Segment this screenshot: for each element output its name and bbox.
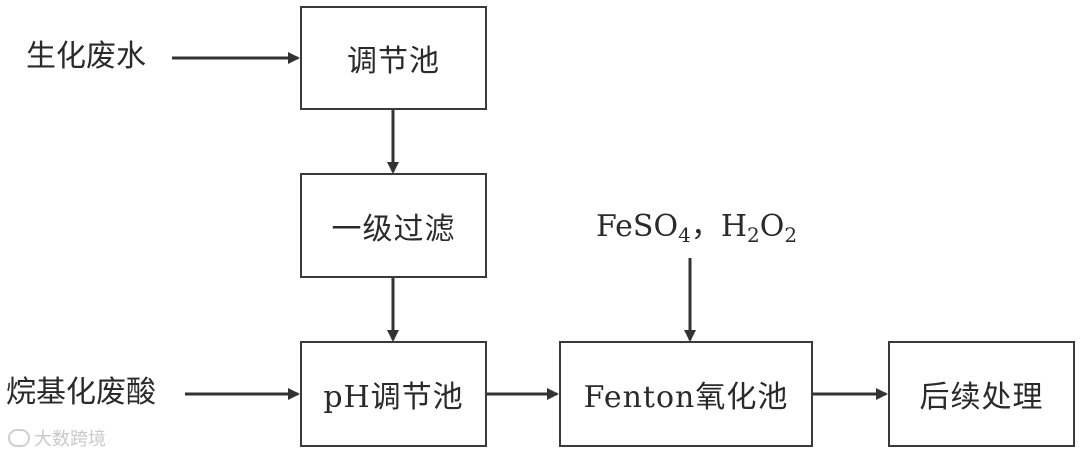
node-primary-filter: 一级过滤 (300, 173, 487, 278)
input-alkyl-waste-acid: 烷基化废酸 (6, 375, 156, 410)
node-fenton-tank-label: Fenton氧化池 (583, 380, 789, 415)
watermark-text: 大数跨境 (34, 429, 106, 450)
input-biochem-wastewater: 生化废水 (26, 39, 146, 74)
node-post-treatment: 后续处理 (888, 341, 1075, 447)
watermark: 大数跨境 (8, 425, 106, 451)
node-adjust-tank: 调节池 (300, 6, 487, 110)
input-reagents: FeSO4，H2O2 (596, 209, 798, 247)
node-post-treatment-label: 后续处理 (919, 380, 1044, 415)
node-primary-filter-label: 一级过滤 (331, 211, 456, 247)
node-fenton-tank: Fenton氧化池 (559, 341, 813, 447)
node-ph-adjust-tank: pH调节池 (300, 341, 487, 447)
watermark-logo-icon (8, 429, 30, 447)
node-ph-adjust-tank-label: pH调节池 (323, 380, 464, 415)
node-adjust-tank-label: 调节池 (347, 44, 440, 79)
